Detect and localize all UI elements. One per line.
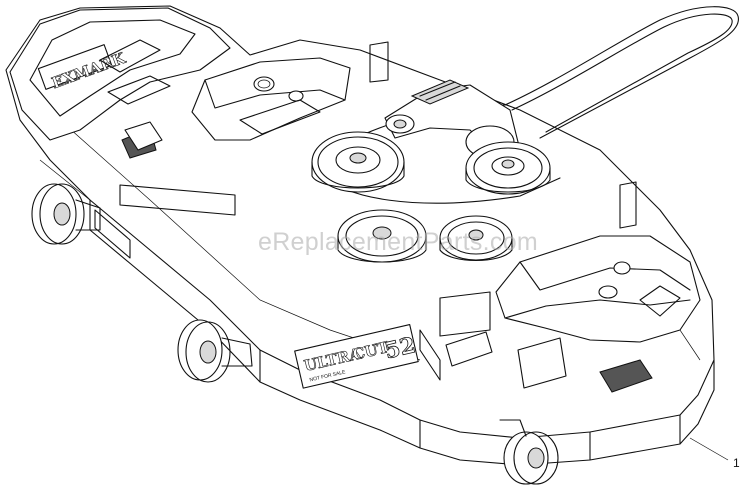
front-brackets (94, 41, 637, 381)
left-spindle-pulley (337, 209, 427, 263)
callout-1: 1 (689, 437, 740, 470)
right-cover (495, 235, 701, 343)
idler-pulley (465, 141, 551, 195)
center-cover (191, 57, 351, 141)
wheel-front-mid (177, 319, 253, 383)
right-spindle-pulley (439, 215, 513, 262)
wheel-front-left (31, 183, 101, 245)
wheel-front-right (499, 419, 559, 485)
center-pulley (311, 131, 405, 193)
warning-decals (445, 331, 653, 393)
watermark: eReplacementParts.com (258, 228, 539, 256)
idler-arm (384, 79, 521, 161)
callout-number: 1 (733, 456, 740, 470)
left-cover: EXMARK (9, 7, 231, 159)
logo-plate (37, 44, 113, 90)
deck-label: ULTRA CUT 52 NOT FOR SALE (294, 323, 419, 389)
deck-size: 52 (382, 332, 418, 364)
